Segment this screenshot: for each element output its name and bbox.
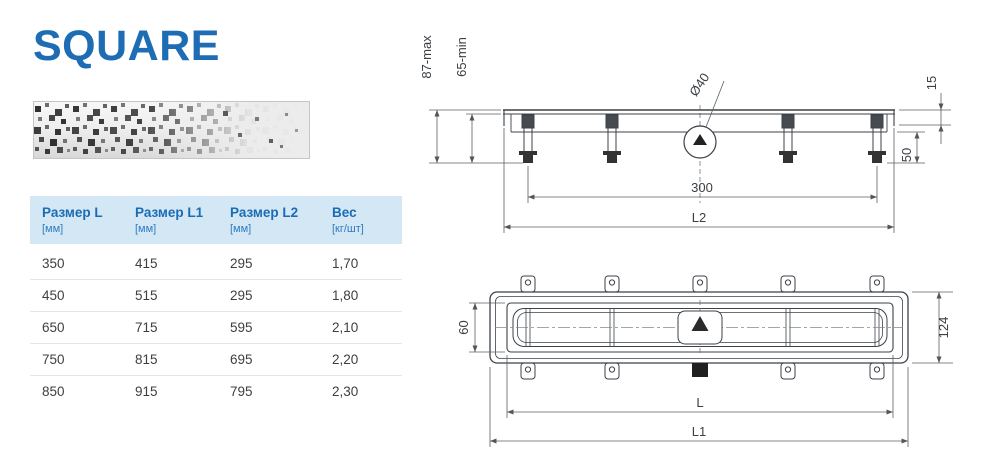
drain-trap: [683, 80, 725, 159]
dim-drain-diameter-label: Ø40: [686, 70, 712, 99]
table-row: 850 915 795 2,30: [30, 376, 402, 408]
table-cell: 1,80: [320, 279, 402, 312]
table-cell: 515: [123, 279, 218, 312]
table-cell: 915: [135, 384, 158, 399]
dim-channel-width-label: 60: [456, 320, 471, 334]
size-table-header-row: Размер L [мм] Размер L1 [мм] Размер L2 […: [30, 196, 402, 244]
side-view-svg: Ø40 87-max 65-min 15: [419, 35, 951, 233]
height-dimensions: [429, 109, 523, 164]
product-title: SQUARE: [33, 22, 220, 70]
column-header-l2: Размер L2 [мм]: [218, 196, 320, 244]
dim-body-width-label: 124: [936, 317, 951, 339]
table-cell: 1,70: [320, 244, 402, 280]
dim-l1-label: L1: [692, 424, 706, 439]
dim-height-max-label: 87-max: [419, 35, 434, 79]
table-cell: 415: [123, 244, 218, 280]
dim-l-label: L: [696, 395, 703, 410]
sparse-squares: [223, 111, 298, 148]
dim-foot-spacing-label: 300: [691, 180, 713, 195]
table-cell: 2,30: [332, 384, 359, 399]
edge-dimensions: [887, 93, 951, 164]
table-cell: 815: [123, 343, 218, 376]
table-row: 650 715 595 2,10: [30, 311, 402, 344]
column-header-l1: Размер L1 [мм]: [123, 196, 218, 244]
dim-l2-label: L2: [692, 210, 706, 225]
drain-outlet: [692, 363, 708, 377]
table-cell: 850: [42, 384, 65, 399]
table-row: 450 515 295 1,80: [30, 279, 402, 312]
table-cell: 2,20: [320, 343, 402, 376]
table-cell: 350: [30, 244, 123, 280]
dim-foot-height-label: 50: [899, 148, 914, 162]
table-cell: 715: [123, 311, 218, 344]
table-cell: 595: [218, 311, 320, 344]
width-dimensions: [469, 291, 953, 364]
table-cell: 2,10: [320, 311, 402, 344]
grate-pattern-image: [33, 101, 310, 164]
table-cell: 695: [218, 343, 320, 376]
center-insert: [677, 310, 723, 345]
table-row: 350 415 295 1,70: [30, 244, 402, 280]
table-row: 750 815 695 2,20: [30, 343, 402, 376]
table-cell: 795: [230, 384, 253, 399]
grate-pattern-svg: [33, 101, 310, 159]
length-dimensions: [503, 128, 895, 233]
table-cell: 295: [218, 279, 320, 312]
side-view-drawing: Ø40 87-max 65-min 15: [415, 5, 990, 260]
table-cell: 750: [30, 343, 123, 376]
column-header-l: Размер L [мм]: [30, 196, 123, 244]
table-cell: 450: [30, 279, 123, 312]
fixing-tabs-top: [520, 275, 885, 293]
size-table: Размер L [мм] Размер L1 [мм] Размер L2 […: [30, 196, 402, 407]
plan-length-dimensions: [489, 355, 909, 447]
table-cell: 295: [218, 244, 320, 280]
plan-view-drawing: 60 124 L L1: [415, 255, 990, 470]
plan-view-svg: 60 124 L L1: [456, 275, 953, 447]
dim-rim-height-label: 15: [924, 76, 939, 90]
table-cell: 650: [30, 311, 123, 344]
column-header-weight: Вес [кг/шт]: [320, 196, 402, 244]
dim-height-min-label: 65-min: [454, 37, 469, 77]
